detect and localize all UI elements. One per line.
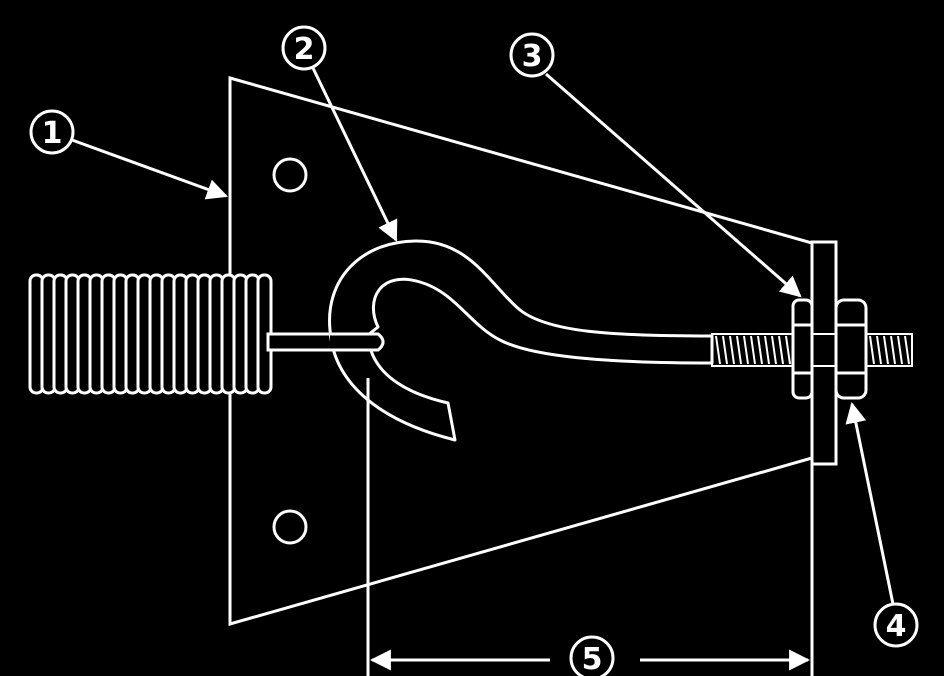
svg-text:3: 3 bbox=[522, 39, 543, 74]
mounting-hole-bottom bbox=[272, 509, 308, 545]
svg-text:1: 1 bbox=[42, 116, 63, 151]
spring-wire-through-hook bbox=[330, 332, 385, 352]
callout-3: 3 bbox=[509, 32, 555, 78]
leader-2 bbox=[310, 65, 398, 242]
threaded-rod bbox=[715, 335, 910, 365]
thread-line bbox=[736, 335, 742, 365]
thread-line bbox=[722, 335, 728, 365]
thread-line bbox=[729, 335, 735, 365]
adjusting-nut-outer bbox=[834, 298, 868, 400]
callout-4: 4 bbox=[873, 602, 919, 648]
thread-line bbox=[869, 335, 875, 365]
thread-line bbox=[778, 335, 784, 365]
mounting-hole-top bbox=[272, 157, 308, 193]
callout-5: 5 bbox=[569, 635, 615, 676]
callout-2: 2 bbox=[281, 25, 327, 71]
thread-line bbox=[715, 335, 721, 365]
leader-1 bbox=[71, 138, 228, 200]
leader-4 bbox=[845, 401, 895, 605]
thread-line bbox=[785, 335, 791, 365]
thread-line bbox=[883, 335, 889, 365]
leader-3 bbox=[545, 72, 802, 298]
leader-lines bbox=[71, 65, 895, 605]
bracket-flange bbox=[810, 240, 838, 466]
jam-nut-inner bbox=[791, 298, 814, 400]
adjusting-hook bbox=[328, 239, 714, 442]
svg-text:4: 4 bbox=[886, 609, 907, 644]
thread-line bbox=[764, 335, 770, 365]
thread-line bbox=[876, 335, 882, 365]
thread-line bbox=[750, 335, 756, 365]
thread-line bbox=[743, 335, 749, 365]
thread-line bbox=[897, 335, 903, 365]
callout-1: 1 bbox=[29, 109, 75, 155]
dimension-measurement bbox=[366, 378, 814, 676]
thread-line bbox=[757, 335, 763, 365]
thread-line bbox=[771, 335, 777, 365]
svg-text:5: 5 bbox=[582, 642, 603, 676]
svg-text:2: 2 bbox=[294, 32, 315, 67]
coil-spring bbox=[28, 273, 273, 395]
thread-line bbox=[890, 335, 896, 365]
thread-line bbox=[904, 335, 910, 365]
